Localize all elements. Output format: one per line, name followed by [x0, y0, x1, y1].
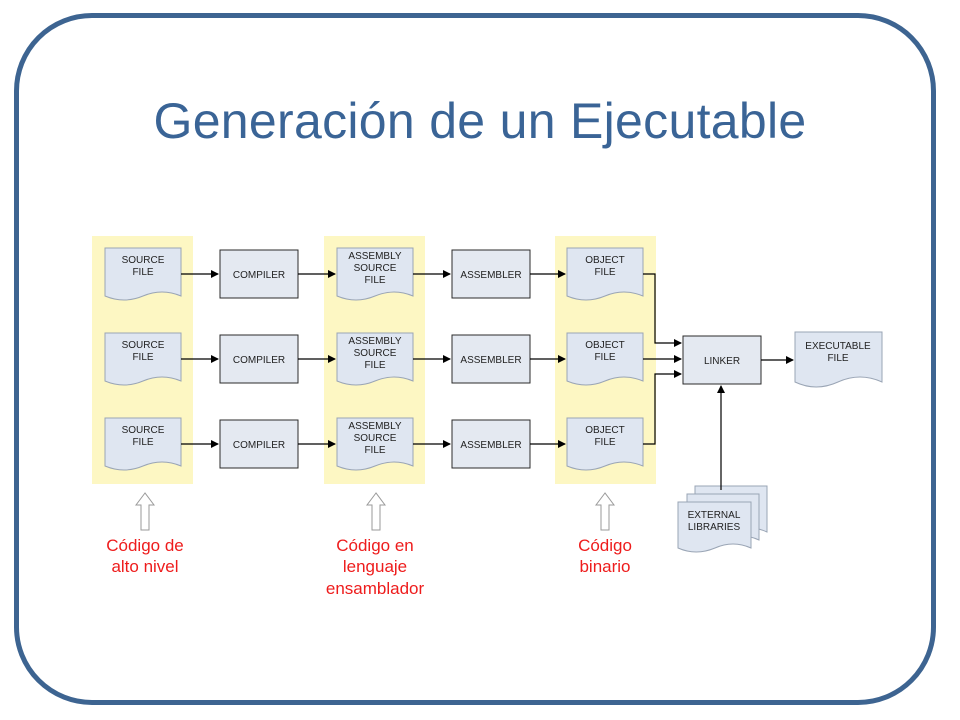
caption-high-level-line1: Código de [106, 536, 184, 555]
arrow-object3-to-linker [643, 370, 682, 445]
arrow-object1-to-linker [643, 273, 682, 347]
source-file-label-line2: FILE [132, 437, 153, 448]
assembler-box-3: ASSEMBLER [451, 419, 531, 469]
source-file-label-line1: SOURCE [122, 425, 165, 436]
assembler-box-1: ASSEMBLER [451, 249, 531, 299]
external-libraries-label-line2: LIBRARIES [688, 522, 741, 533]
assembly-label-line3: FILE [364, 360, 385, 371]
executable-file-label-line2: FILE [827, 353, 848, 364]
caption-assembly-line2: lenguaje [343, 557, 407, 576]
object-file-label-line2: FILE [594, 352, 615, 363]
up-arrow-high-level [135, 492, 155, 531]
compiler-label: COMPILER [233, 440, 285, 451]
assembler-label: ASSEMBLER [460, 355, 521, 366]
assembler-label: ASSEMBLER [460, 440, 521, 451]
compiler-label: COMPILER [233, 270, 285, 281]
compiler-label: COMPILER [233, 355, 285, 366]
up-arrow-assembly [366, 492, 386, 531]
caption-binary-line2: binario [579, 557, 630, 576]
object-file-label-line1: OBJECT [585, 255, 624, 266]
linker-label: LINKER [704, 356, 740, 367]
caption-assembly-line3: ensamblador [326, 579, 425, 598]
source-file-label-line1: SOURCE [122, 340, 165, 351]
object-file-label-line1: OBJECT [585, 425, 624, 436]
executable-file-label-line1: EXECUTABLE [805, 341, 871, 352]
caption-binary-line1: Código [578, 536, 632, 555]
assembly-label-line2: SOURCE [354, 263, 397, 274]
object-file-label-line2: FILE [594, 437, 615, 448]
assembly-label-line1: ASSEMBLY [348, 336, 401, 347]
assembly-label-line1: ASSEMBLY [348, 421, 401, 432]
compiler-box-1: COMPILER [219, 249, 299, 299]
object-file-label-line1: OBJECT [585, 340, 624, 351]
assembler-label: ASSEMBLER [460, 270, 521, 281]
up-arrow-binary [595, 492, 615, 531]
slide-title: Generación de un Ejecutable [153, 93, 807, 149]
assembly-label-line2: SOURCE [354, 433, 397, 444]
assembly-label-line3: FILE [364, 445, 385, 456]
caption-high-level-line2: alto nivel [111, 557, 178, 576]
compiler-box-3: COMPILER [219, 419, 299, 469]
compiler-box-2: COMPILER [219, 334, 299, 384]
executable-file-doc: EXECUTABLE FILE [794, 331, 883, 388]
assembly-label-line1: ASSEMBLY [348, 251, 401, 262]
source-file-label-line1: SOURCE [122, 255, 165, 266]
object-file-label-line2: FILE [594, 267, 615, 278]
external-libraries-stack: EXTERNAL LIBRARIES [677, 485, 768, 553]
linker-box: LINKER [682, 335, 762, 385]
source-file-label-line2: FILE [132, 352, 153, 363]
assembly-label-line3: FILE [364, 275, 385, 286]
external-libraries-label-line1: EXTERNAL [688, 510, 741, 521]
caption-assembly-line1: Código en [336, 536, 414, 555]
assembly-label-line2: SOURCE [354, 348, 397, 359]
source-file-label-line2: FILE [132, 267, 153, 278]
assembler-box-2: ASSEMBLER [451, 334, 531, 384]
